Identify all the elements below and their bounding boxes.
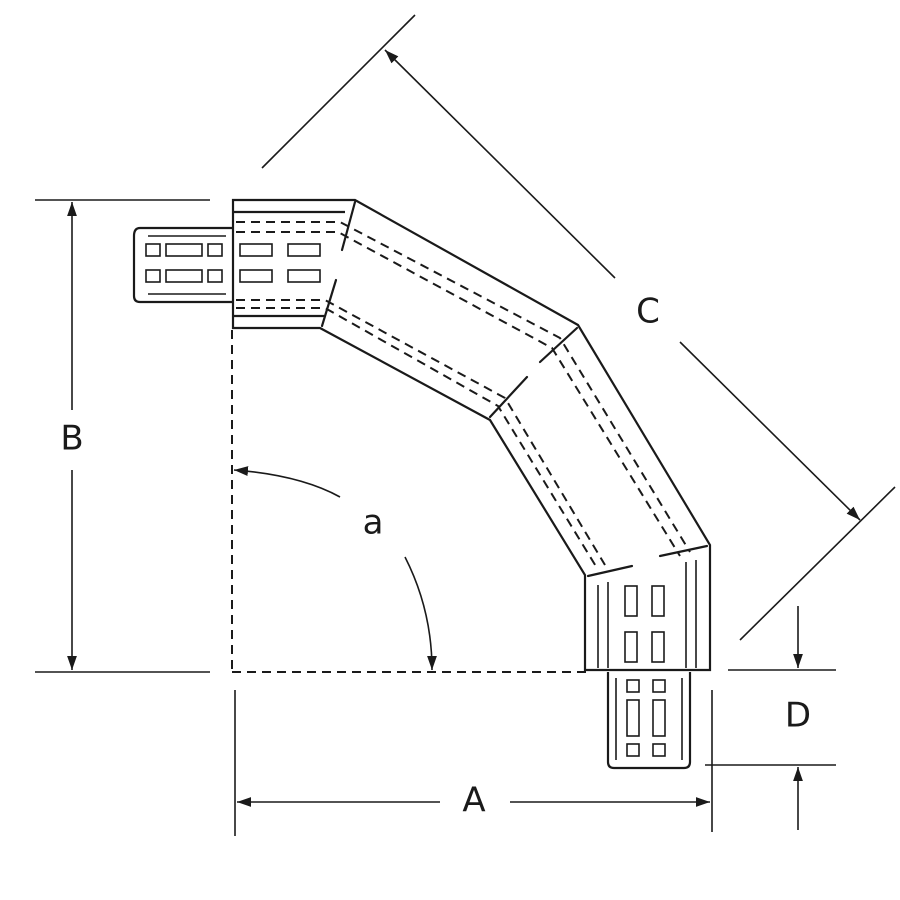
label-angle: a [363,503,384,543]
dimension-c: C [261,14,896,641]
label-c: C [636,292,660,332]
label-d: D [785,696,811,736]
dimension-a: A [234,690,713,836]
label-a: A [462,781,485,821]
label-b: B [60,419,83,459]
cable-tray [132,198,712,770]
dimension-d: D [705,606,836,830]
dimension-b: B [35,199,210,673]
angle-a: a [231,330,590,673]
bottom-splice-plate [606,672,692,770]
left-splice-plate [132,226,232,304]
